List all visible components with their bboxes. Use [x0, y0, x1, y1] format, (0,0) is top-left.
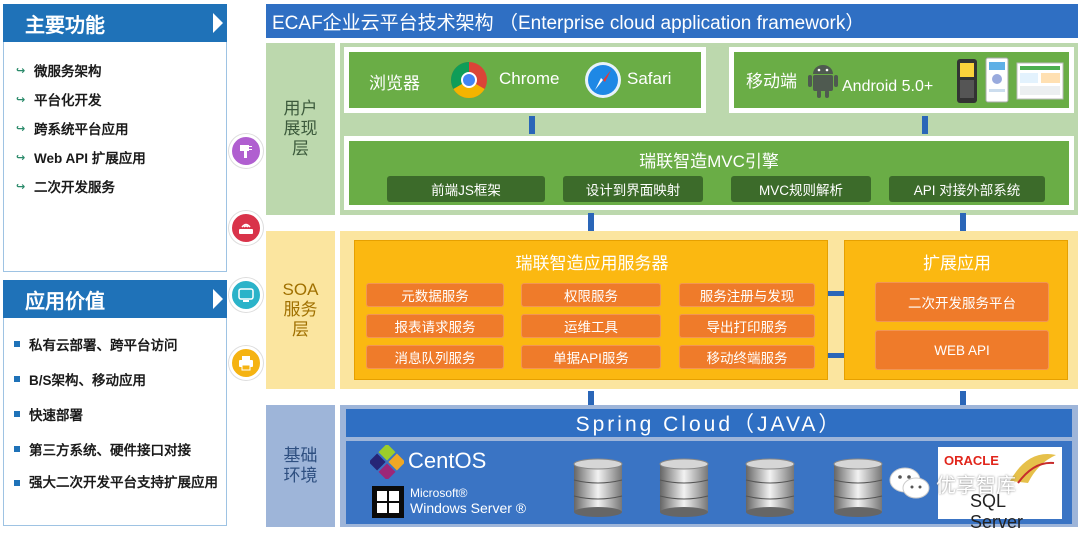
chevron-right-icon: [213, 289, 223, 309]
chrome-icon: [450, 61, 487, 99]
router-icon: [229, 211, 263, 245]
chevron-right-icon: [213, 13, 223, 33]
microsoft-label: Microsoft®: [410, 486, 468, 500]
extension-title: 扩展应用: [923, 254, 991, 273]
features-list: ↪微服务架构 ↪平台化开发 ↪跨系统平台应用 ↪Web API 扩展应用 ↪二次…: [3, 42, 227, 272]
arrow-icon: ↪: [16, 64, 26, 77]
presentation-layer-bg: [266, 43, 335, 215]
extension-cell: WEB API: [875, 330, 1049, 370]
service-cell: 报表请求服务: [366, 314, 504, 338]
value-item: 强大二次开发平台支持扩展应用: [10, 474, 220, 492]
database-icon: [833, 458, 883, 517]
windows-logo-icon: [372, 486, 404, 518]
service-cell: 权限服务: [521, 283, 661, 307]
infra-layer-label: 基础环境: [283, 446, 318, 485]
mvc-item: API 对接外部系统: [889, 176, 1045, 202]
arrow-icon: ↪: [16, 180, 26, 193]
mvc-item: MVC规则解析: [731, 176, 871, 202]
chrome-label: Chrome: [499, 69, 560, 88]
safari-icon: [585, 62, 621, 98]
service-cell: 运维工具: [521, 314, 661, 338]
feature-item: ↪微服务架构: [16, 64, 102, 79]
service-cell: 消息队列服务: [366, 345, 504, 369]
features-title: 主要功能: [25, 14, 105, 37]
mvc-engine-box: 瑞联智造MVC引擎 前端JS框架 设计到界面映射 MVC规则解析 API 对接外…: [349, 141, 1069, 205]
oracle-label: ORACLE: [944, 453, 999, 468]
feature-item: ↪Web API 扩展应用: [16, 151, 146, 166]
service-cell: 元数据服务: [366, 283, 504, 307]
value-item: 私有云部署、跨平台访问: [10, 334, 178, 354]
service-cell: 服务注册与发现: [679, 283, 815, 307]
features-header: 主要功能: [3, 4, 227, 42]
db-vendors-box: ORACLE SQL Server: [938, 447, 1062, 532]
android-icon: [808, 65, 838, 98]
value-item: 快速部署: [10, 404, 83, 424]
wechat-icon: [889, 467, 930, 499]
diagram-title: ECAF企业云平台技术架构 （Enterprise cloud applicat…: [266, 4, 1078, 38]
tablet-icon: [985, 57, 1009, 103]
watermark-text: 优享智库: [936, 475, 1016, 497]
handheld-device-icon: [957, 59, 977, 103]
database-icon: [659, 458, 709, 517]
centos-logo-icon: [370, 445, 404, 479]
safari-label: Safari: [627, 69, 672, 88]
android-label: Android 5.0+: [842, 78, 934, 95]
mvc-item: 前端JS框架: [387, 176, 545, 202]
sql-server-logo-icon: [1010, 454, 1056, 484]
arrow-icon: ↪: [16, 151, 26, 164]
browser-box: 浏览器 Chrome Safari: [349, 52, 701, 108]
service-cell: 移动终端服务: [679, 345, 815, 369]
printer-icon: [229, 346, 263, 380]
mvc-engine-title: 瑞联智造MVC引擎: [639, 152, 779, 171]
soa-layer-label: SOA服务层: [282, 280, 319, 339]
scanner-icon: [229, 134, 263, 168]
mobile-label: 移动端: [746, 72, 797, 91]
sql-server-label: SQL Server: [970, 491, 1024, 532]
mvc-item: 设计到界面映射: [563, 176, 703, 202]
feature-item: ↪平台化开发: [16, 93, 102, 108]
values-list: 私有云部署、跨平台访问 B/S架构、移动应用 快速部署 第三方系统、硬件接口对接…: [3, 318, 227, 526]
arrow-icon: ↪: [16, 93, 26, 106]
feature-item: ↪跨系统平台应用: [16, 122, 129, 137]
service-cell: 单据API服务: [521, 345, 661, 369]
values-title: 应用价值: [25, 290, 105, 313]
spring-cloud-bar: Spring Cloud（JAVA）: [346, 409, 1072, 437]
soa-layer-bg: [266, 231, 335, 389]
centos-label: CentOS: [408, 448, 487, 473]
dashboard-screen-icon: [1016, 62, 1064, 100]
infra-layer-bg: [266, 405, 335, 527]
database-icon: [745, 458, 795, 517]
database-icon: [573, 458, 623, 517]
value-item: B/S架构、移动应用: [10, 369, 146, 389]
browser-label: 浏览器: [369, 74, 420, 93]
windows-server-label: Windows Server ®: [410, 500, 527, 516]
values-header: 应用价值: [3, 280, 227, 318]
extension-cell: 二次开发服务平台: [875, 282, 1049, 322]
app-server-title: 瑞联智造应用服务器: [515, 254, 669, 273]
service-cell: 导出打印服务: [679, 314, 815, 338]
arrow-icon: ↪: [16, 122, 26, 135]
feature-item: ↪二次开发服务: [16, 180, 115, 195]
terminal-icon: [229, 278, 263, 312]
mobile-box: 移动端 Android 5.0+: [734, 52, 1069, 108]
value-item: 第三方系统、硬件接口对接: [10, 439, 191, 459]
presentation-layer-label: 用户展现层: [283, 99, 318, 158]
